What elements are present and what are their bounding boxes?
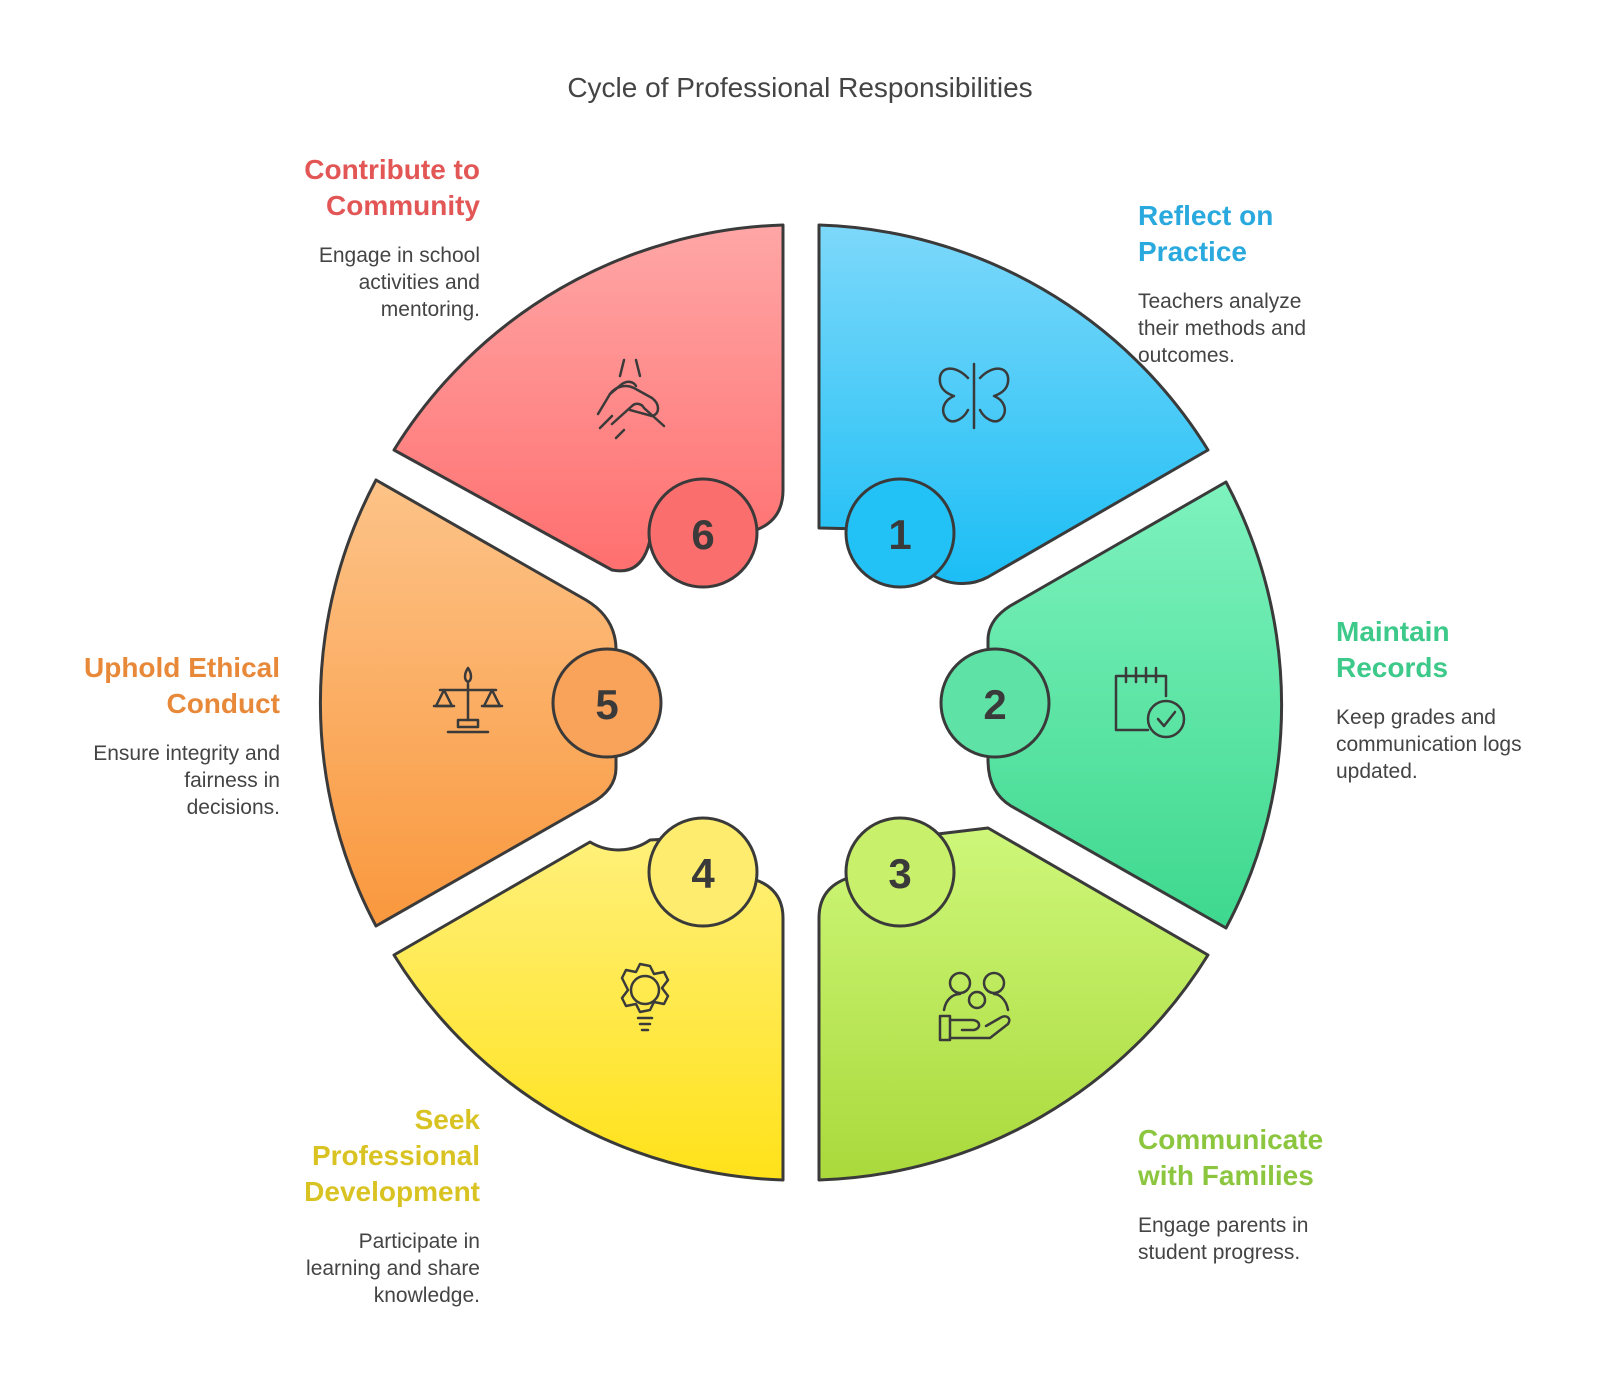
step-desc-6-line-2: activities and <box>358 271 480 294</box>
step-title-3-line-2: with Families <box>1138 1160 1314 1191</box>
step-label-4: Seek Professional Development Participat… <box>180 1102 480 1309</box>
helping-hands-icon <box>596 358 666 440</box>
step-desc-2-line-2: communication logs <box>1336 733 1522 756</box>
step-title-6-line-2: Community <box>326 190 480 221</box>
step-number-2: 2 <box>983 681 1006 728</box>
step-title-3-line-1: Communicate <box>1138 1124 1324 1155</box>
segment-1: 1 <box>817 223 1210 589</box>
step-desc-1-line-2: their methods and <box>1138 317 1307 340</box>
step-desc-2-line-1: Keep grades and <box>1336 706 1496 729</box>
step-desc-1-line-3: outcomes. <box>1138 344 1235 367</box>
step-label-2: Maintain Records Keep grades and communi… <box>1336 614 1522 785</box>
step-desc-6-line-3: mentoring. <box>380 298 480 321</box>
step-label-6: Contribute to Community Engage in school… <box>200 152 480 323</box>
step-desc-5-line-3: decisions. <box>186 796 280 819</box>
step-title-4-line-3: Development <box>304 1176 480 1207</box>
step-title-6-line-1: Contribute to <box>304 154 480 185</box>
step-title-5-line-1: Uphold Ethical <box>84 652 280 683</box>
step-desc-2-line-3: updated. <box>1336 760 1418 783</box>
gear-bulb-icon <box>620 962 670 1032</box>
calendar-check-icon <box>1114 666 1186 739</box>
step-title-4-line-2: Professional <box>311 1140 480 1171</box>
family-care-icon <box>938 971 1011 1042</box>
step-title-1-line-1: Reflect on <box>1138 200 1274 231</box>
segment-6: 6 <box>392 223 785 589</box>
step-number-4: 4 <box>691 850 715 897</box>
segment-5: 5 <box>318 478 663 928</box>
step-number-3: 3 <box>888 850 911 897</box>
step-label-5: Uphold Ethical Conduct Ensure integrity … <box>20 650 280 821</box>
step-desc-4-line-3: knowledge. <box>373 1284 480 1307</box>
step-desc-1-line-1: Teachers analyze <box>1138 290 1302 313</box>
butterfly-icon <box>938 362 1010 430</box>
step-title-5-line-2: Conduct <box>166 688 280 719</box>
step-title-4-line-1: Seek <box>414 1104 480 1135</box>
step-desc-6-line-1: Engage in school <box>318 244 480 267</box>
step-desc-4-line-2: learning and share <box>306 1257 480 1280</box>
step-title-2-line-2: Records <box>1336 652 1449 683</box>
step-number-1: 1 <box>888 511 911 558</box>
step-label-3: Communicate with Families Engage parents… <box>1138 1122 1323 1266</box>
step-title-2-line-1: Maintain <box>1336 616 1450 647</box>
step-desc-4-line-1: Participate in <box>358 1230 480 1253</box>
scales-icon <box>432 666 504 734</box>
step-desc-3-line-1: Engage parents in <box>1138 1214 1309 1237</box>
page-title: Cycle of Professional Responsibilities <box>567 72 1033 103</box>
segment-3: 3 <box>817 816 1210 1182</box>
step-label-1: Reflect on Practice Teachers analyze the… <box>1138 198 1306 369</box>
step-number-5: 5 <box>595 681 618 728</box>
segment-2: 2 <box>939 480 1284 930</box>
step-desc-5-line-1: Ensure integrity and <box>93 742 280 765</box>
step-desc-3-line-2: student progress. <box>1138 1241 1301 1264</box>
step-desc-5-line-2: fairness in <box>184 769 280 792</box>
step-title-1-line-2: Practice <box>1138 236 1247 267</box>
step-number-6: 6 <box>691 511 714 558</box>
segment-4: 4 <box>392 816 785 1182</box>
